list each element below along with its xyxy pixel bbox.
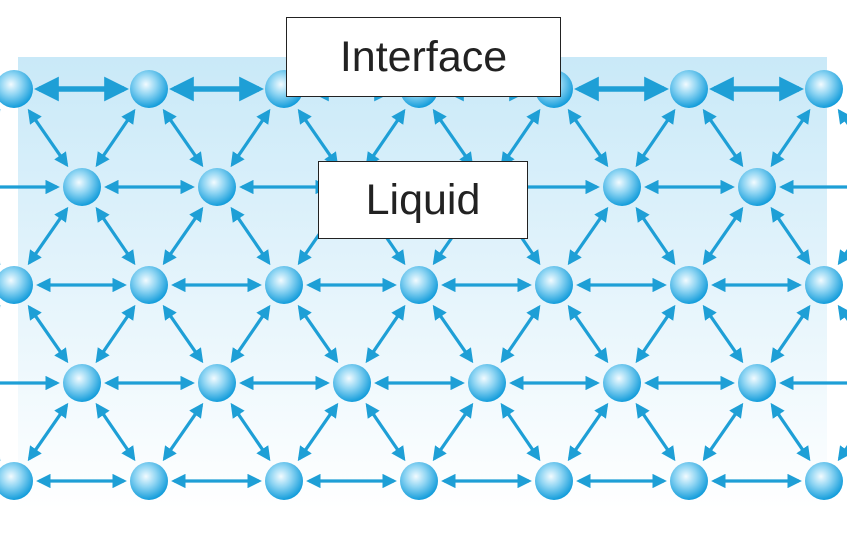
molecule	[0, 462, 33, 500]
diagonal-arrow	[162, 402, 204, 462]
molecule	[670, 462, 708, 500]
diagonal-arrow	[635, 206, 676, 266]
molecule	[63, 168, 101, 206]
diagonal-arrow	[500, 108, 541, 168]
diagonal-arrow	[770, 206, 811, 266]
diagonal-arrow	[27, 206, 69, 266]
interface-label-text: Interface	[339, 32, 508, 81]
molecule	[198, 168, 236, 206]
diagonal-arrow	[770, 304, 811, 364]
molecule	[535, 462, 573, 500]
diagonal-arrow	[95, 402, 136, 462]
molecule	[805, 266, 843, 304]
diagonal-arrow	[500, 402, 541, 462]
molecule	[535, 266, 573, 304]
diagonal-arrow	[95, 206, 136, 266]
interface-label: Interface	[286, 17, 561, 97]
diagonal-arrow	[770, 402, 811, 462]
molecule	[805, 462, 843, 500]
diagonal-arrow	[230, 206, 271, 266]
molecule	[130, 462, 168, 500]
molecule	[670, 266, 708, 304]
liquid-label-text: Liquid	[365, 175, 481, 224]
diagonal-arrow	[635, 108, 676, 168]
molecule	[400, 462, 438, 500]
molecule	[198, 364, 236, 402]
molecule	[0, 70, 33, 108]
diagonal-arrow	[230, 304, 271, 364]
diagonal-arrow	[837, 304, 847, 364]
liquid-label: Liquid	[318, 161, 528, 239]
molecule	[130, 266, 168, 304]
diagonal-arrow	[702, 304, 744, 364]
diagonal-arrow	[365, 108, 406, 168]
diagonal-arrow	[567, 206, 609, 266]
diagonal-arrow	[27, 304, 69, 364]
diagonal-arrow	[635, 304, 676, 364]
diagonal-arrow	[27, 402, 69, 462]
diagonal-arrow	[297, 402, 339, 462]
molecule	[805, 70, 843, 108]
diagonal-arrow	[365, 304, 406, 364]
diagonal-arrow	[27, 108, 69, 168]
molecule	[63, 364, 101, 402]
diagonal-arrow	[702, 108, 744, 168]
diagonal-arrow	[837, 402, 847, 462]
diagonal-arrow	[432, 108, 474, 168]
molecule	[400, 266, 438, 304]
diagonal-arrow	[837, 206, 847, 266]
diagonal-arrow	[432, 402, 474, 462]
diagonal-arrow	[230, 402, 271, 462]
diagonal-arrow	[162, 304, 204, 364]
molecule	[738, 364, 776, 402]
diagonal-arrow	[770, 108, 811, 168]
diagonal-arrow	[95, 304, 136, 364]
molecule	[130, 70, 168, 108]
diagonal-arrow	[567, 402, 609, 462]
diagonal-arrow	[635, 402, 676, 462]
molecule	[603, 364, 641, 402]
diagonal-arrow	[702, 206, 744, 266]
molecule	[265, 266, 303, 304]
molecule	[738, 168, 776, 206]
molecules	[0, 70, 843, 500]
diagonal-arrow	[567, 304, 609, 364]
molecule	[0, 266, 33, 304]
diagonal-arrow	[95, 108, 136, 168]
diagonal-arrow	[297, 108, 339, 168]
diagonal-arrow	[837, 108, 847, 168]
diagonal-arrow	[702, 402, 744, 462]
diagonal-arrow	[162, 206, 204, 266]
diagonal-arrow	[365, 402, 406, 462]
diagonal-arrow	[230, 108, 271, 168]
molecule	[265, 462, 303, 500]
diagonal-arrow	[432, 304, 474, 364]
molecule	[333, 364, 371, 402]
molecule	[468, 364, 506, 402]
diagonal-arrow	[297, 304, 339, 364]
molecule	[603, 168, 641, 206]
diagonal-arrow	[500, 304, 541, 364]
diagonal-arrow	[162, 108, 204, 168]
diagonal-arrow	[567, 108, 609, 168]
molecule	[670, 70, 708, 108]
